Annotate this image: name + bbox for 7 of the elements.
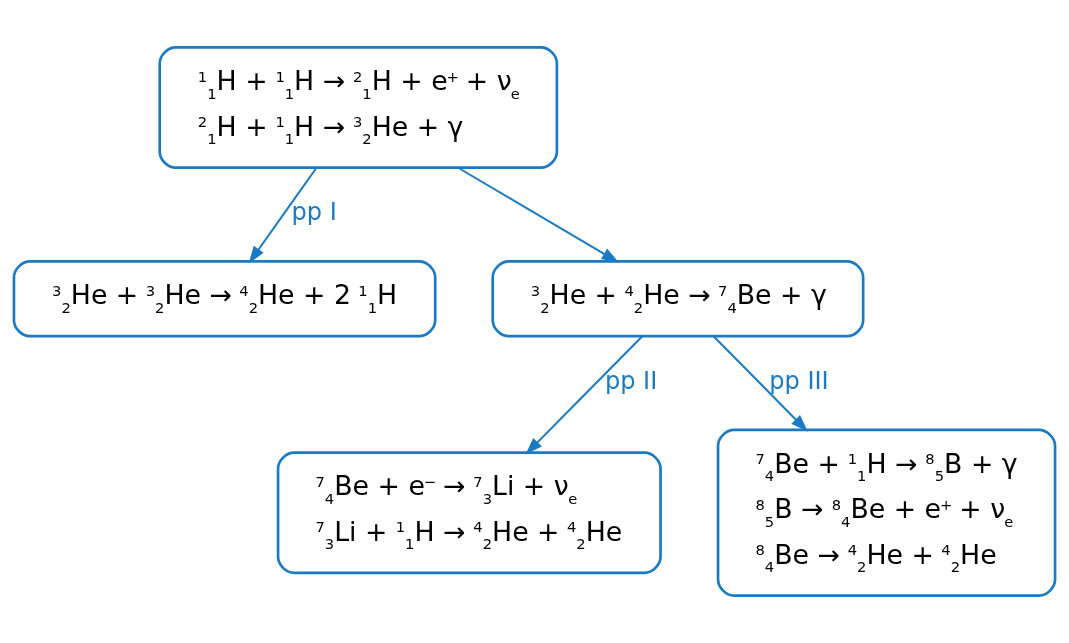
edge-label: pp III — [769, 366, 829, 395]
edge-label: pp II — [604, 366, 658, 395]
arrow — [457, 166, 620, 263]
edge-label: pp I — [291, 198, 337, 227]
arrow — [525, 335, 643, 455]
arrow — [713, 335, 808, 432]
arrow — [248, 167, 318, 264]
